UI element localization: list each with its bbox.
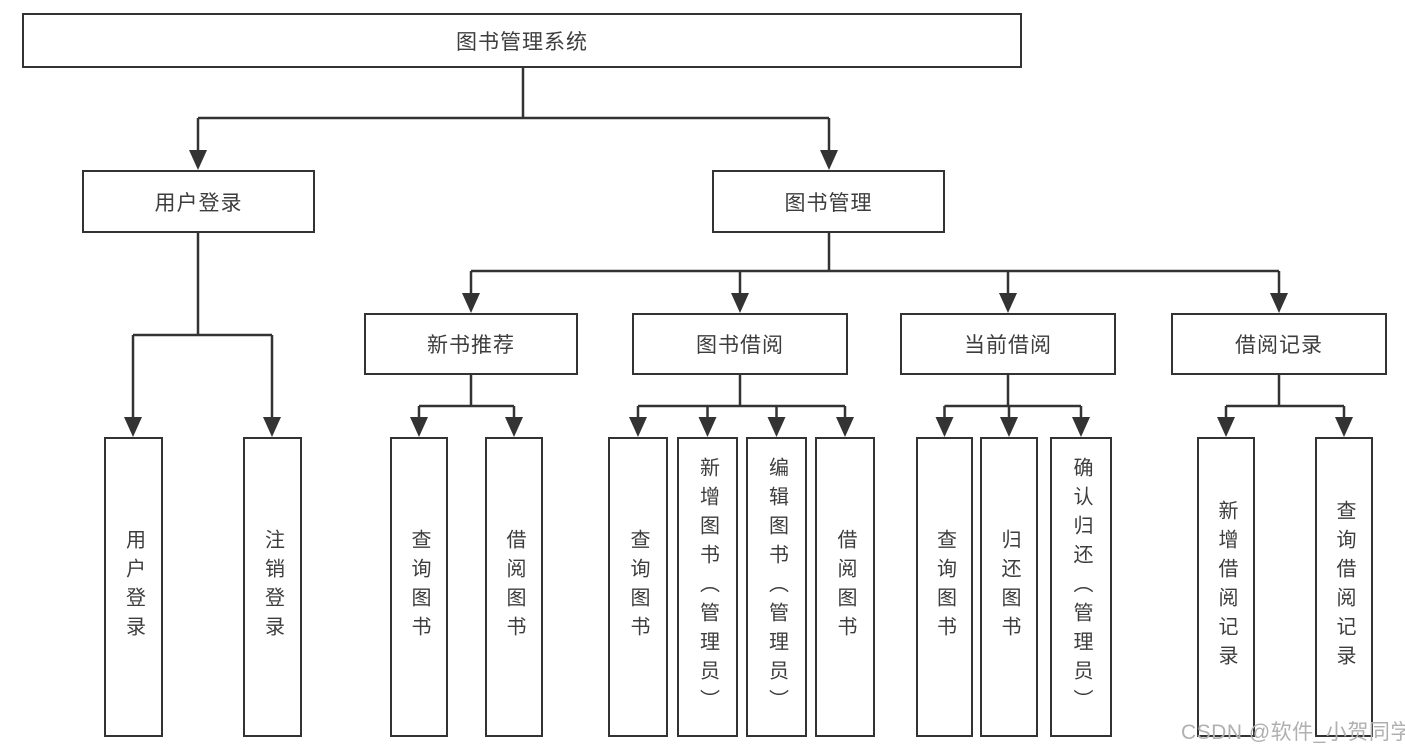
node-label: 查询借阅记录 xyxy=(1333,500,1355,674)
arrow-down-icon xyxy=(767,417,786,437)
node-label: 归还图书 xyxy=(998,529,1020,645)
node-label: 查询图书 xyxy=(627,529,649,645)
node-label: 用户登录 xyxy=(122,529,145,645)
node-label: 图书借阅 xyxy=(696,334,784,357)
arrow-down-icon xyxy=(263,417,281,437)
node-leaf-borrow-books-1: 借阅图书 xyxy=(485,437,543,737)
node-borrow-records: 借阅记录 xyxy=(1171,313,1387,375)
arrow-down-icon xyxy=(124,417,142,437)
arrow-down-icon xyxy=(1000,417,1018,437)
connector-line xyxy=(469,233,1281,295)
connector-user-login-to-leaves xyxy=(124,233,281,437)
node-label: 用户登录 xyxy=(154,191,243,215)
arrow-down-icon xyxy=(836,417,854,437)
node-new-book-recommend: 新书推荐 xyxy=(364,313,578,375)
connector-current-borrow-to-leaves xyxy=(935,375,1090,437)
arrow-down-icon xyxy=(462,293,480,313)
arrow-down-icon xyxy=(505,417,523,437)
node-label: 查询图书 xyxy=(408,529,430,645)
node-leaf-edit-books-admin: 编辑图书（管理员） xyxy=(746,437,807,737)
connector-new-book-to-leaves xyxy=(410,375,523,437)
node-leaf-confirm-return-admin: 确认归还（管理员） xyxy=(1050,437,1112,737)
connector-book-management-to-level3 xyxy=(462,233,1288,313)
node-leaf-return-books: 归还图书 xyxy=(980,437,1038,737)
connector-book-borrow-to-leaves xyxy=(629,375,854,437)
node-current-borrow: 当前借阅 xyxy=(900,313,1116,375)
node-leaf-user-login: 用户登录 xyxy=(104,437,163,737)
node-label: 查询图书 xyxy=(933,529,956,645)
arrow-down-icon xyxy=(999,293,1017,313)
node-leaf-add-borrow-record: 新增借阅记录 xyxy=(1197,437,1255,737)
node-label: 当前借阅 xyxy=(964,334,1052,357)
arrow-down-icon xyxy=(189,150,207,170)
arrow-down-icon xyxy=(698,417,717,437)
node-label: 借阅图书 xyxy=(834,529,856,645)
connector-line xyxy=(636,375,847,419)
node-user-login: 用户登录 xyxy=(82,170,315,233)
node-label: 借阅记录 xyxy=(1235,334,1323,357)
node-label: 确认归还（管理员） xyxy=(1070,456,1092,718)
connector-line xyxy=(131,233,274,419)
node-leaf-query-borrow-record: 查询借阅记录 xyxy=(1315,437,1373,737)
node-label: 图书管理 xyxy=(784,191,873,215)
node-label: 借阅图书 xyxy=(503,529,525,645)
connector-line xyxy=(943,375,1083,419)
arrow-down-icon xyxy=(1270,293,1288,313)
arrow-down-icon xyxy=(731,293,749,313)
connector-root-to-level2 xyxy=(189,68,838,170)
node-leaf-borrow-books-2: 借阅图书 xyxy=(815,437,875,737)
arrow-down-icon xyxy=(410,417,428,437)
connector-borrow-records-to-leaves xyxy=(1217,375,1353,437)
arrow-down-icon xyxy=(1072,417,1090,437)
node-label: 新增图书（管理员） xyxy=(696,456,719,718)
arrow-down-icon xyxy=(820,150,838,170)
node-leaf-add-books-admin: 新增图书（管理员） xyxy=(677,437,738,737)
node-label: 新书推荐 xyxy=(427,334,515,357)
node-book-management: 图书管理 xyxy=(712,170,945,233)
node-label: 编辑图书（管理员） xyxy=(765,456,788,718)
node-label: 注销登录 xyxy=(261,529,284,645)
arrow-down-icon xyxy=(1335,417,1353,437)
connector-line xyxy=(196,68,831,152)
node-leaf-logout: 注销登录 xyxy=(243,437,302,737)
arrow-down-icon xyxy=(935,417,954,437)
arrow-down-icon xyxy=(1217,417,1235,437)
node-library-management-system: 图书管理系统 xyxy=(22,13,1022,68)
node-leaf-query-books-3: 查询图书 xyxy=(916,437,973,737)
node-label: 新增借阅记录 xyxy=(1215,500,1237,674)
arrow-down-icon xyxy=(629,417,647,437)
node-leaf-query-books-1: 查询图书 xyxy=(390,437,448,737)
csdn-watermark: CSDN @软件_小贺同学 xyxy=(1181,721,1405,744)
node-label: 图书管理系统 xyxy=(456,30,588,54)
connector-line xyxy=(417,375,516,419)
node-leaf-query-books-2: 查询图书 xyxy=(608,437,668,737)
connector-line xyxy=(1224,375,1346,419)
node-book-borrow: 图书借阅 xyxy=(632,313,848,375)
